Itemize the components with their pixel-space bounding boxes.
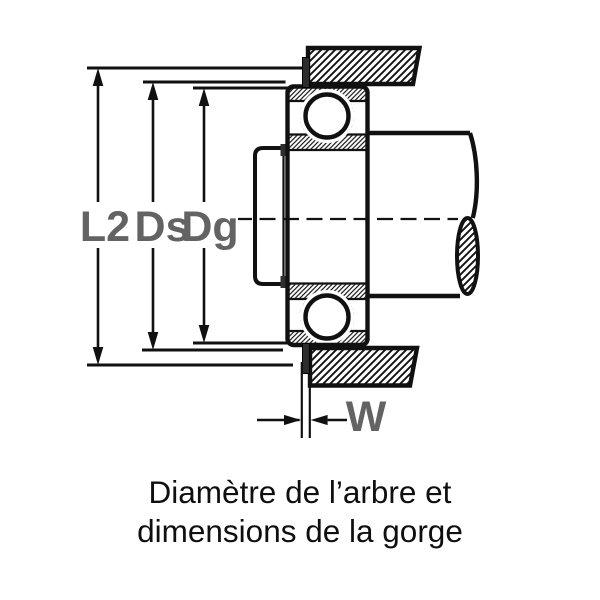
label-backdrop [74, 202, 238, 248]
caption-line-2: dimensions de la gorge [137, 513, 463, 549]
sleeve-lip-bottom [280, 276, 290, 288]
bearing-cross-section [285, 84, 370, 348]
dimension-label-ds: Ds [135, 203, 190, 251]
housing-block-top [305, 45, 423, 87]
spacer-sleeve [253, 144, 290, 288]
snap-ring-top [302, 57, 310, 88]
bearing-outline [285, 84, 370, 348]
ball-bottom [303, 293, 351, 341]
ball-top [303, 92, 351, 140]
dimension-label-w: W [346, 393, 387, 441]
shaft [366, 130, 480, 299]
snap-ring-bottom [302, 343, 310, 374]
dimension-label-l2: L2 [80, 203, 130, 251]
housing-block-bottom [307, 345, 420, 388]
extension-lines [87, 66, 303, 367]
sleeve-lip-top [280, 144, 290, 156]
dimension-w [257, 362, 347, 438]
caption-line-1: Diamètre de l’arbre et [149, 474, 452, 510]
shaft-break-section [455, 216, 480, 296]
dimension-label-dg: Dg [181, 203, 238, 251]
